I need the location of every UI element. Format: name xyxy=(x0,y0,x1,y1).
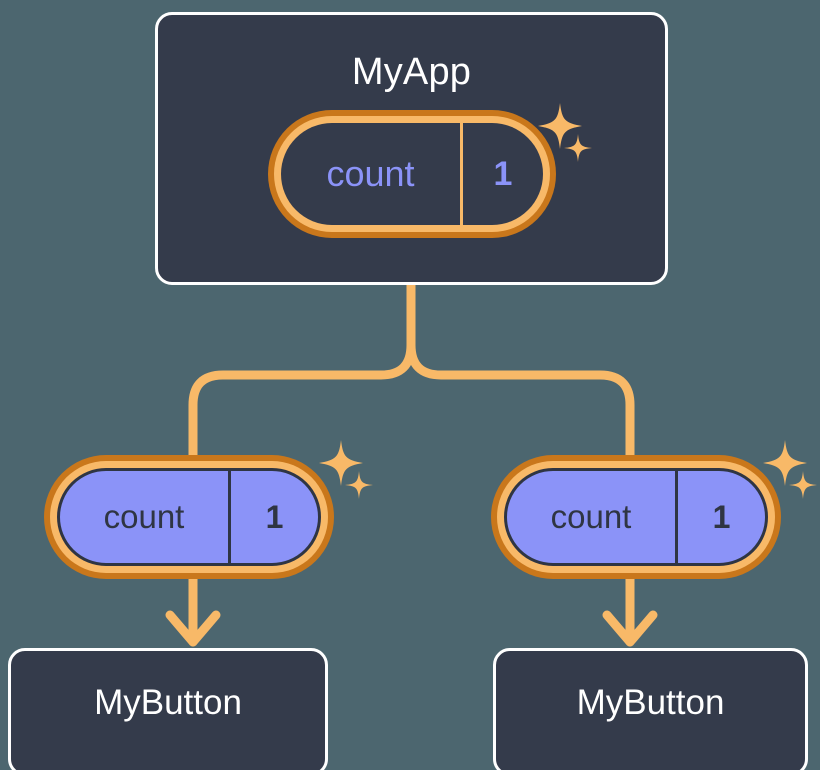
component-label: MyButton xyxy=(94,683,242,722)
pill-ring: count 1 xyxy=(50,461,328,573)
branch-right xyxy=(406,280,635,475)
down-arrow-head-right xyxy=(602,610,658,647)
state-pill-root[interactable]: count 1 xyxy=(268,110,556,238)
state-value-label: 1 xyxy=(460,123,543,225)
pill-ring: count 1 xyxy=(274,116,550,232)
state-value-label: 1 xyxy=(675,471,765,563)
pill-body: count 1 xyxy=(57,468,321,566)
component-card-mybutton-left[interactable]: MyButton xyxy=(8,648,328,770)
pill-body: count 1 xyxy=(504,468,768,566)
pill-body: count 1 xyxy=(281,123,543,225)
state-key-label: count xyxy=(550,498,632,535)
state-key-label: count xyxy=(326,153,415,194)
component-card-mybutton-right[interactable]: MyButton xyxy=(493,648,808,770)
component-label: MyButton xyxy=(576,683,725,722)
state-value-label: 1 xyxy=(228,471,318,563)
branch-left xyxy=(188,280,416,475)
state-key-label: count xyxy=(103,498,185,535)
state-pill-child-left[interactable]: count 1 xyxy=(44,455,334,579)
down-arrow-head-left xyxy=(165,610,221,647)
page-title: MyApp xyxy=(351,51,472,93)
state-pill-child-right[interactable]: count 1 xyxy=(491,455,781,579)
pill-ring: count 1 xyxy=(497,461,775,573)
